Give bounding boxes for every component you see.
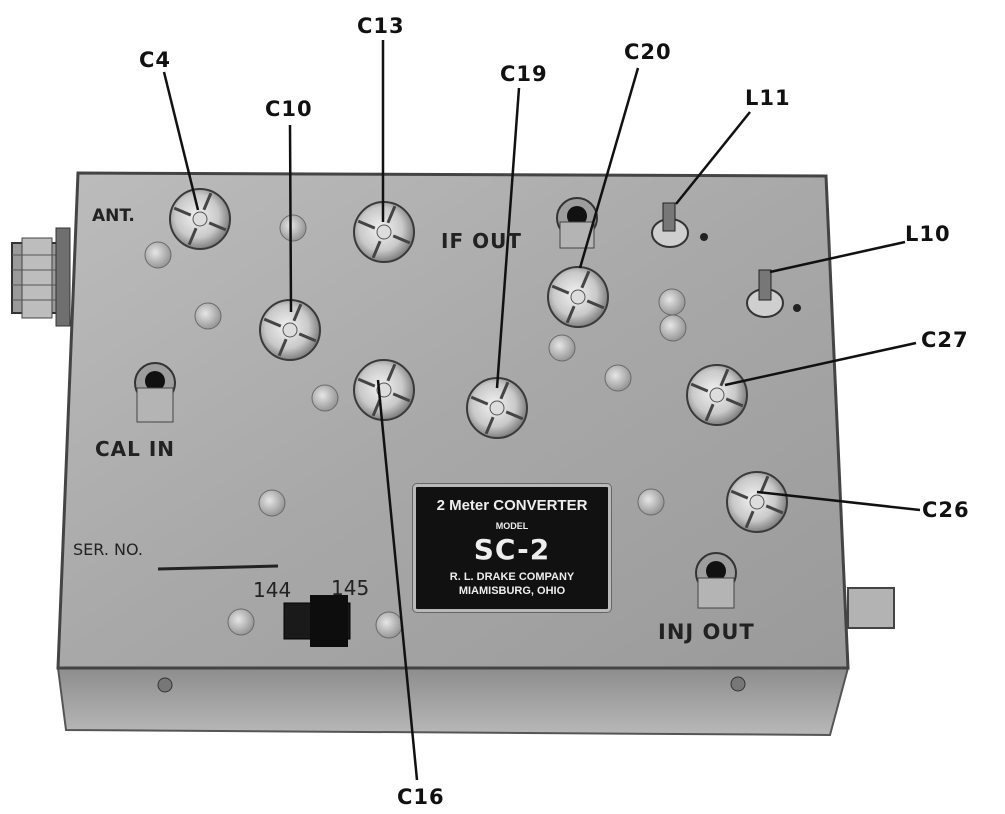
grommet [258, 489, 286, 517]
grommet [227, 608, 255, 636]
coil-l10 [746, 269, 801, 318]
cal-in-jack [134, 362, 176, 423]
grommet [279, 214, 307, 242]
band-switch [283, 595, 351, 647]
callout-c13: C13 [357, 14, 405, 38]
callout-l10: L10 [905, 222, 951, 246]
trimmer-c16 [353, 359, 415, 421]
trimmer-capacitors [169, 188, 788, 533]
nameplate-city: MIAMISBURG, OHIO [458, 585, 566, 597]
label-if-out: IF OUT [441, 229, 522, 253]
trimmer-c27 [686, 364, 748, 426]
callout-c4: C4 [139, 48, 172, 72]
if-out-jack [556, 197, 598, 249]
grommet [659, 314, 687, 342]
serial-number-line [157, 564, 279, 571]
nameplate-model: SC-2 [473, 533, 551, 566]
callout-c26: C26 [922, 498, 970, 522]
callout-c19: C19 [500, 62, 548, 86]
label-ser-no: SER. NO. [73, 540, 143, 559]
grommet [375, 611, 403, 639]
callout-c27: C27 [921, 328, 969, 352]
nameplate-title: 2 Meter CONVERTER [436, 497, 588, 514]
nameplate: 2 Meter CONVERTER MODEL SC-2 R. L. DRAKE… [413, 484, 611, 612]
grommet [548, 334, 576, 362]
side-tab [847, 587, 895, 629]
grommet [194, 302, 222, 330]
trimmer-c20 [547, 266, 609, 328]
label-switch-145: 145 [331, 576, 370, 600]
trimmer-c26 [726, 471, 788, 533]
grommet [637, 488, 665, 516]
trimmer-c4 [169, 188, 231, 250]
grommet [658, 288, 686, 316]
antenna-connector [11, 227, 71, 327]
chassis-top [56, 171, 850, 670]
label-cal-in: CAL IN [95, 437, 176, 461]
grommet [604, 364, 632, 392]
grommet [144, 241, 172, 269]
grommet [311, 384, 339, 412]
callout-c10: C10 [265, 97, 313, 121]
chassis-front [56, 667, 850, 737]
nameplate-model-label: MODEL [495, 521, 529, 531]
nameplate-company: R. L. DRAKE COMPANY [449, 571, 575, 583]
trimmer-c13 [353, 201, 415, 263]
label-ant: ANT. [92, 206, 135, 226]
callout-l11: L11 [745, 86, 791, 110]
callout-c16: C16 [397, 785, 445, 809]
callout-c20: C20 [624, 40, 672, 64]
leader-lines [162, 40, 921, 781]
label-inj-out: INJ OUT [658, 620, 755, 644]
label-switch-144: 144 [253, 578, 292, 602]
grommets [144, 214, 687, 639]
coil-l11 [651, 202, 708, 248]
inj-out-jack [695, 552, 737, 609]
screw [730, 676, 746, 692]
screw [157, 677, 173, 693]
